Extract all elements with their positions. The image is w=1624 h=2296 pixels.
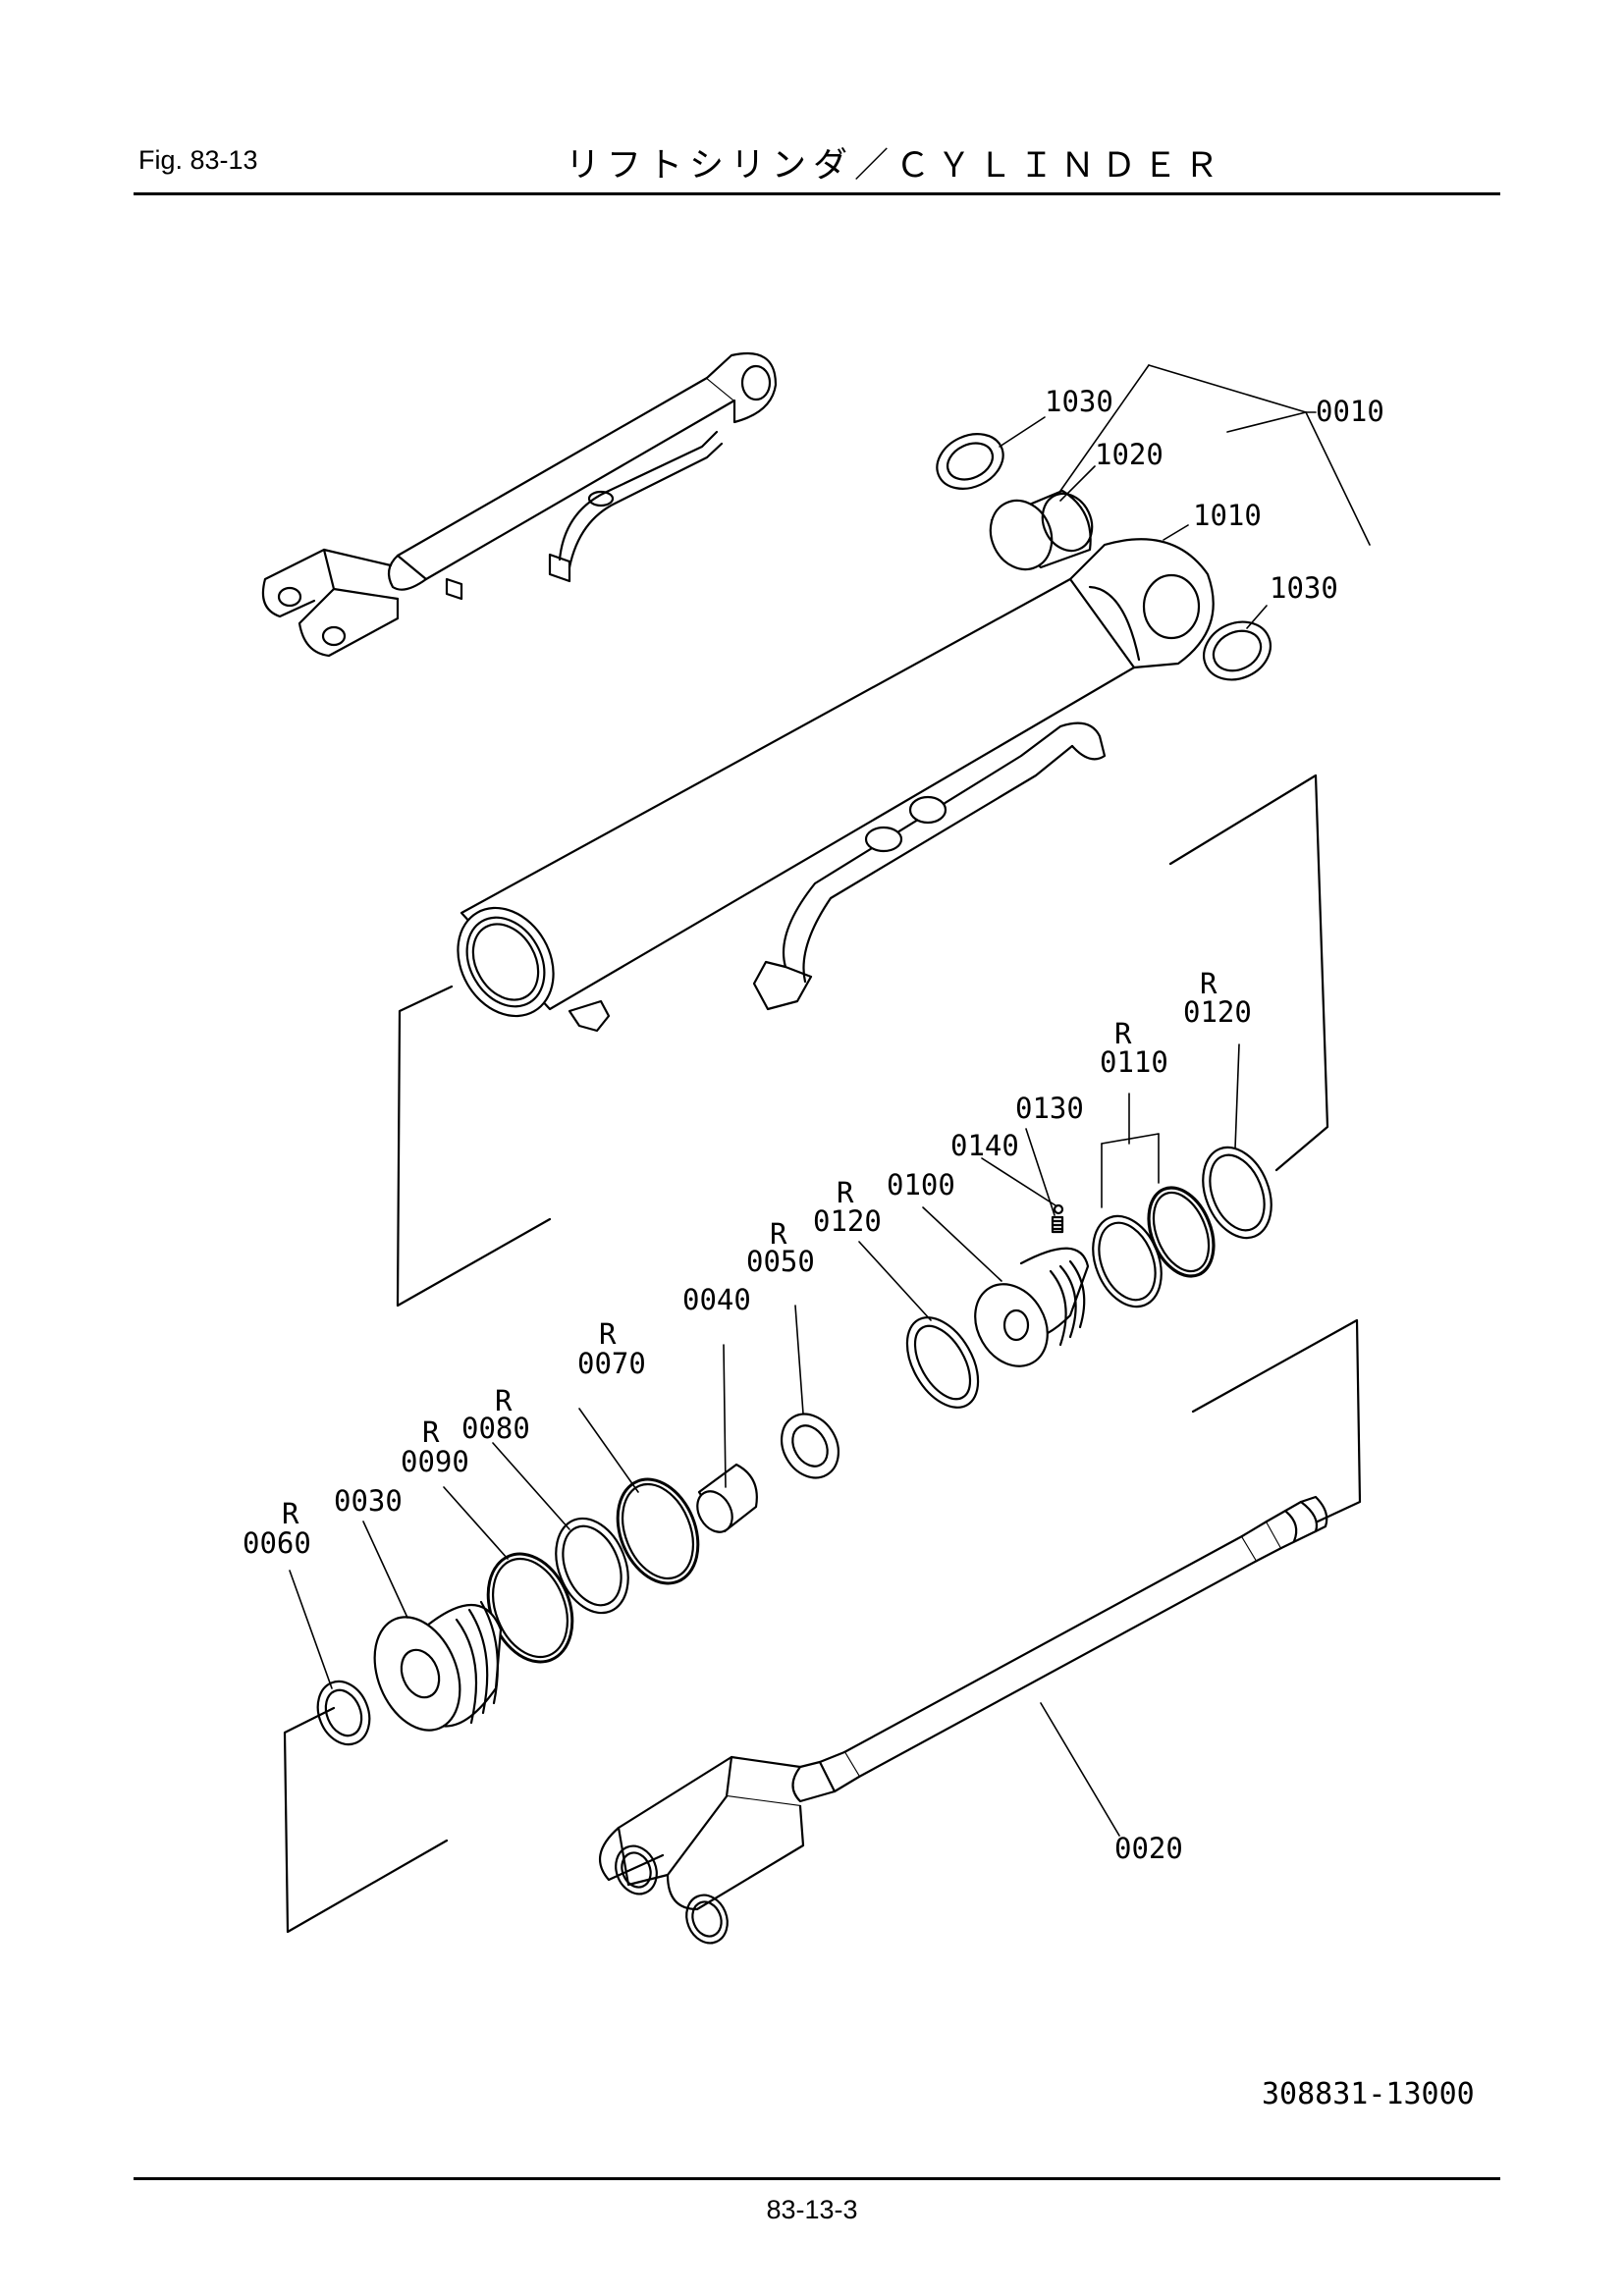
callout-0110: 0110 xyxy=(1100,1045,1168,1079)
callout-0060: 0060 xyxy=(243,1526,311,1560)
callout-0120-right-r: R xyxy=(1200,967,1218,1000)
callout-0090-r: R xyxy=(422,1415,440,1449)
dust-seal-1030-lower xyxy=(1203,620,1272,681)
callout-0140: 0140 xyxy=(950,1129,1019,1162)
callout-0070-r: R xyxy=(599,1317,617,1351)
callout-0110-r: R xyxy=(1114,1017,1132,1050)
wiper-ring-0060 xyxy=(316,1680,371,1746)
piston-0100 xyxy=(974,1247,1090,1367)
cylinder-tube xyxy=(457,538,1215,1033)
rod-cover-0030 xyxy=(373,1600,503,1732)
header-rule xyxy=(134,192,1500,195)
group-bracket-lower-left xyxy=(283,1706,449,1934)
dust-seal-1030-upper xyxy=(936,433,1004,490)
callout-0010: 0010 xyxy=(1316,395,1384,428)
plug-0130 xyxy=(1051,1215,1064,1234)
seal-0050 xyxy=(780,1413,840,1479)
group-bracket-left xyxy=(396,985,552,1308)
group-bracket-lower-right xyxy=(1191,1318,1362,1523)
callout-1030-upper: 1030 xyxy=(1045,385,1113,418)
callout-0120-left-r: R xyxy=(837,1176,854,1209)
bushing-0040 xyxy=(696,1463,758,1533)
bush-1020 xyxy=(989,489,1094,571)
leader-lines xyxy=(289,364,1371,1837)
o-ring-0090 xyxy=(486,1552,574,1664)
backup-ring-0120-left xyxy=(905,1316,980,1409)
page-number: 83-13-3 xyxy=(766,2195,858,2224)
figure-label: Fig. 83-13 xyxy=(138,145,258,175)
ball-0140 xyxy=(1053,1203,1064,1215)
backup-ring-0120-right xyxy=(1202,1146,1272,1240)
callout-0120-left: 0120 xyxy=(813,1204,882,1238)
page-title: リフトシリンダ／ＣＹＬＩＮＤＥＲ xyxy=(566,146,1226,186)
callout-0070: 0070 xyxy=(577,1347,646,1380)
o-ring-0070 xyxy=(616,1477,700,1585)
callout-1010: 1010 xyxy=(1193,499,1262,532)
callout-0040: 0040 xyxy=(682,1283,751,1316)
drawing-number: 308831-13000 xyxy=(1262,2077,1475,2111)
o-ring-0110 xyxy=(1147,1186,1216,1278)
assembled-cylinder-overview xyxy=(261,351,778,658)
callout-0060-r: R xyxy=(282,1497,299,1530)
callout-1020: 1020 xyxy=(1095,438,1164,471)
callout-0080-r: R xyxy=(495,1384,513,1417)
backup-ring-0080 xyxy=(555,1517,629,1615)
piston-rod-0020 xyxy=(599,1495,1328,1945)
callout-0130: 0130 xyxy=(1015,1092,1084,1125)
callout-0020: 0020 xyxy=(1114,1832,1183,1865)
callout-0030: 0030 xyxy=(334,1484,403,1518)
group-bracket-upper xyxy=(1168,774,1329,1172)
callout-0120-right: 0120 xyxy=(1183,995,1252,1029)
callout-1030-lower: 1030 xyxy=(1270,571,1338,605)
callout-0100: 0100 xyxy=(887,1168,955,1201)
callout-0090: 0090 xyxy=(401,1445,469,1478)
callout-0050: 0050 xyxy=(746,1245,815,1278)
callout-0050-r: R xyxy=(770,1217,787,1251)
footer-rule xyxy=(134,2177,1500,2180)
callout-0080: 0080 xyxy=(461,1412,530,1445)
